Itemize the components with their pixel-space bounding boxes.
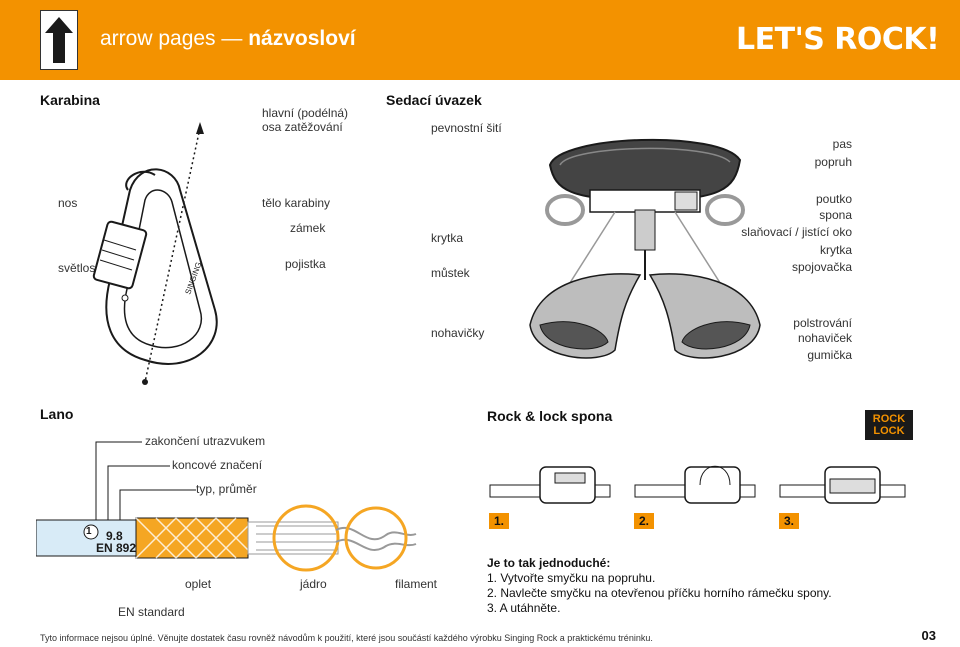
rocklock-logo: ROCK LOCK — [865, 410, 913, 440]
header-bar — [0, 0, 960, 80]
instruction-item: 2. Navlečte smyčku na otevřenou příčku h… — [487, 586, 832, 600]
marking-diameter: 9.8 — [106, 529, 123, 543]
arrow-logo — [40, 10, 78, 70]
leg-padding-label: polstrování nohaviček — [793, 316, 852, 345]
rope-illustration — [36, 441, 417, 572]
cover-label: krytka — [431, 231, 464, 245]
filament-label: filament — [395, 577, 438, 591]
marking-norm: EN 892 — [96, 541, 137, 555]
rope-heading: Lano — [40, 406, 74, 422]
carabiner-illustration: SINGING — [92, 122, 218, 385]
step-1-badge: 1. — [489, 513, 510, 529]
elastic-label: gumička — [807, 348, 852, 362]
nose-label: nos — [58, 196, 78, 210]
up-arrow-icon — [45, 17, 73, 63]
axis-label: hlavní (podélná) osa zatěžování — [262, 106, 349, 134]
cover-right-label: krytka — [819, 243, 852, 257]
gate-label: pojistka — [285, 257, 326, 271]
buckle-label: spona — [819, 208, 852, 222]
marking-number: 1 — [86, 526, 92, 537]
footer-note: Tyto informace nejsou úplné. Věnujte dos… — [40, 633, 653, 643]
bridge-label: můstek — [431, 266, 470, 280]
belt-label: pas — [832, 137, 852, 151]
harness-illustration — [529, 138, 761, 359]
webbing-label: popruh — [814, 155, 852, 169]
en-standard-label: EN standard — [118, 605, 185, 619]
type-diameter-label: typ, průměr — [196, 482, 257, 496]
lock-label: zámek — [290, 221, 326, 235]
page-title: arrow pages — názvosloví — [100, 27, 356, 50]
core-label: jádro — [300, 577, 327, 591]
connector-label: spojovačka — [791, 260, 852, 274]
gear-loop-label: poutko — [815, 192, 852, 206]
body-label: tělo karabiny — [262, 196, 331, 210]
heat-sealed-end-label: zakončení utrazvukem — [145, 434, 266, 448]
instruction-item: 1. Vytvořte smyčku na popruhu. — [487, 571, 656, 585]
buckle-steps-illustration — [489, 465, 906, 504]
rocklock-heading: Rock & lock spona — [487, 408, 613, 424]
safety-stitching-label: pevnostní šití — [431, 121, 502, 135]
belay-loop-label: slaňovací / jistící oko — [741, 225, 852, 239]
instructions-title: Je to tak jednoduché: — [487, 556, 611, 570]
sheath-label: oplet — [185, 577, 212, 591]
legs-label: nohavičky — [431, 326, 485, 340]
end-marking-label: koncové značení — [172, 458, 263, 472]
carabiner-heading: Karabina — [40, 92, 100, 108]
step-2-badge: 2. — [634, 513, 655, 529]
brand-logo: LET'S ROCK! — [736, 22, 940, 57]
gate-opening-label: světlost — [58, 261, 99, 275]
harness-heading: Sedací úvazek — [386, 92, 482, 108]
instruction-item: 3. A utáhněte. — [487, 601, 561, 615]
page-number: 03 — [921, 628, 936, 643]
step-3-badge: 3. — [779, 513, 800, 529]
